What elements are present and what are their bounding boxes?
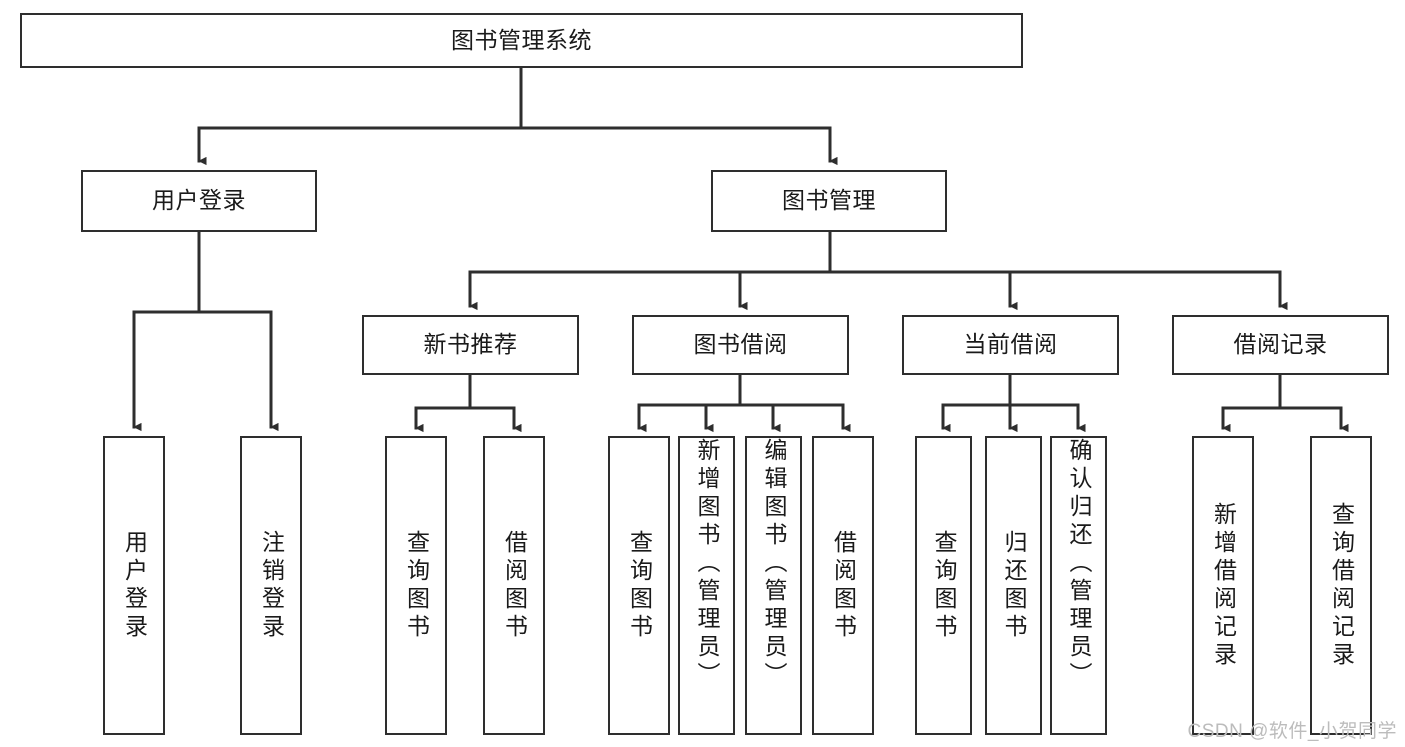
leaf-confirm-return-admin[interactable]: 确认归还（管理员） xyxy=(1050,436,1107,735)
watermark-text: CSDN @软件_小贺同学 xyxy=(1187,721,1397,742)
edges-book-mgmt-to-level3 xyxy=(468,230,1288,311)
leaf-borrow-book[interactable]: 借阅图书 xyxy=(812,436,874,735)
leaf-add-book-admin-label: 新增图书（管理员） xyxy=(694,438,720,690)
node-current-borrow[interactable]: 当前借阅 xyxy=(902,315,1119,375)
leaf-query-book-borrow[interactable]: 查询图书 xyxy=(608,436,670,735)
node-user-login[interactable]: 用户登录 xyxy=(81,170,317,232)
edges-borrow-to-leaves xyxy=(637,373,851,433)
leaf-borrow-book-label: 借阅图书 xyxy=(830,529,857,642)
edges-root-to-level2 xyxy=(197,66,838,166)
leaf-edit-book-admin[interactable]: 编辑图书（管理员） xyxy=(745,436,802,735)
node-root-label: 图书管理系统 xyxy=(451,26,592,53)
leaf-return-book[interactable]: 归还图书 xyxy=(985,436,1042,735)
leaf-query-borrow-record-label: 查询借阅记录 xyxy=(1328,501,1355,670)
leaf-return-book-label: 归还图书 xyxy=(1001,529,1027,642)
node-book-borrow-label: 图书借阅 xyxy=(693,331,788,358)
node-user-login-label: 用户登录 xyxy=(152,187,246,214)
leaf-confirm-return-admin-label: 确认归还（管理员） xyxy=(1066,438,1092,690)
node-book-management[interactable]: 图书管理 xyxy=(711,170,947,232)
node-borrow-record[interactable]: 借阅记录 xyxy=(1172,315,1389,375)
edges-borrow-record-to-leaves xyxy=(1221,373,1349,433)
node-new-book-recommend-label: 新书推荐 xyxy=(423,331,518,358)
leaf-add-borrow-record-label: 新增借阅记录 xyxy=(1210,501,1237,670)
node-borrow-record-label: 借阅记录 xyxy=(1233,331,1328,358)
edges-user-login-to-leaves xyxy=(132,230,279,432)
edges-new-book-to-leaves xyxy=(414,373,522,433)
leaf-add-borrow-record[interactable]: 新增借阅记录 xyxy=(1192,436,1254,735)
leaf-query-book-recommend[interactable]: 查询图书 xyxy=(385,436,447,735)
leaf-logout-label: 注销登录 xyxy=(258,529,285,642)
leaf-edit-book-admin-label: 编辑图书（管理员） xyxy=(761,438,787,690)
leaf-query-borrow-record[interactable]: 查询借阅记录 xyxy=(1310,436,1372,735)
node-new-book-recommend[interactable]: 新书推荐 xyxy=(362,315,579,375)
leaf-add-book-admin[interactable]: 新增图书（管理员） xyxy=(678,436,735,735)
leaf-user-login-label: 用户登录 xyxy=(121,529,148,642)
leaf-query-book-borrow-label: 查询图书 xyxy=(626,529,653,642)
leaf-query-book-current[interactable]: 查询图书 xyxy=(915,436,972,735)
leaf-user-login[interactable]: 用户登录 xyxy=(103,436,165,735)
leaf-query-book-current-label: 查询图书 xyxy=(931,529,957,642)
leaf-borrow-book-recommend-label: 借阅图书 xyxy=(501,529,528,642)
node-current-borrow-label: 当前借阅 xyxy=(963,331,1058,358)
leaf-borrow-book-recommend[interactable]: 借阅图书 xyxy=(483,436,545,735)
node-book-borrow[interactable]: 图书借阅 xyxy=(632,315,849,375)
leaf-logout[interactable]: 注销登录 xyxy=(240,436,302,735)
node-book-management-label: 图书管理 xyxy=(782,187,876,214)
node-root[interactable]: 图书管理系统 xyxy=(20,13,1023,68)
edges-current-borrow-to-leaves xyxy=(941,373,1086,433)
leaf-query-book-recommend-label: 查询图书 xyxy=(403,529,430,642)
